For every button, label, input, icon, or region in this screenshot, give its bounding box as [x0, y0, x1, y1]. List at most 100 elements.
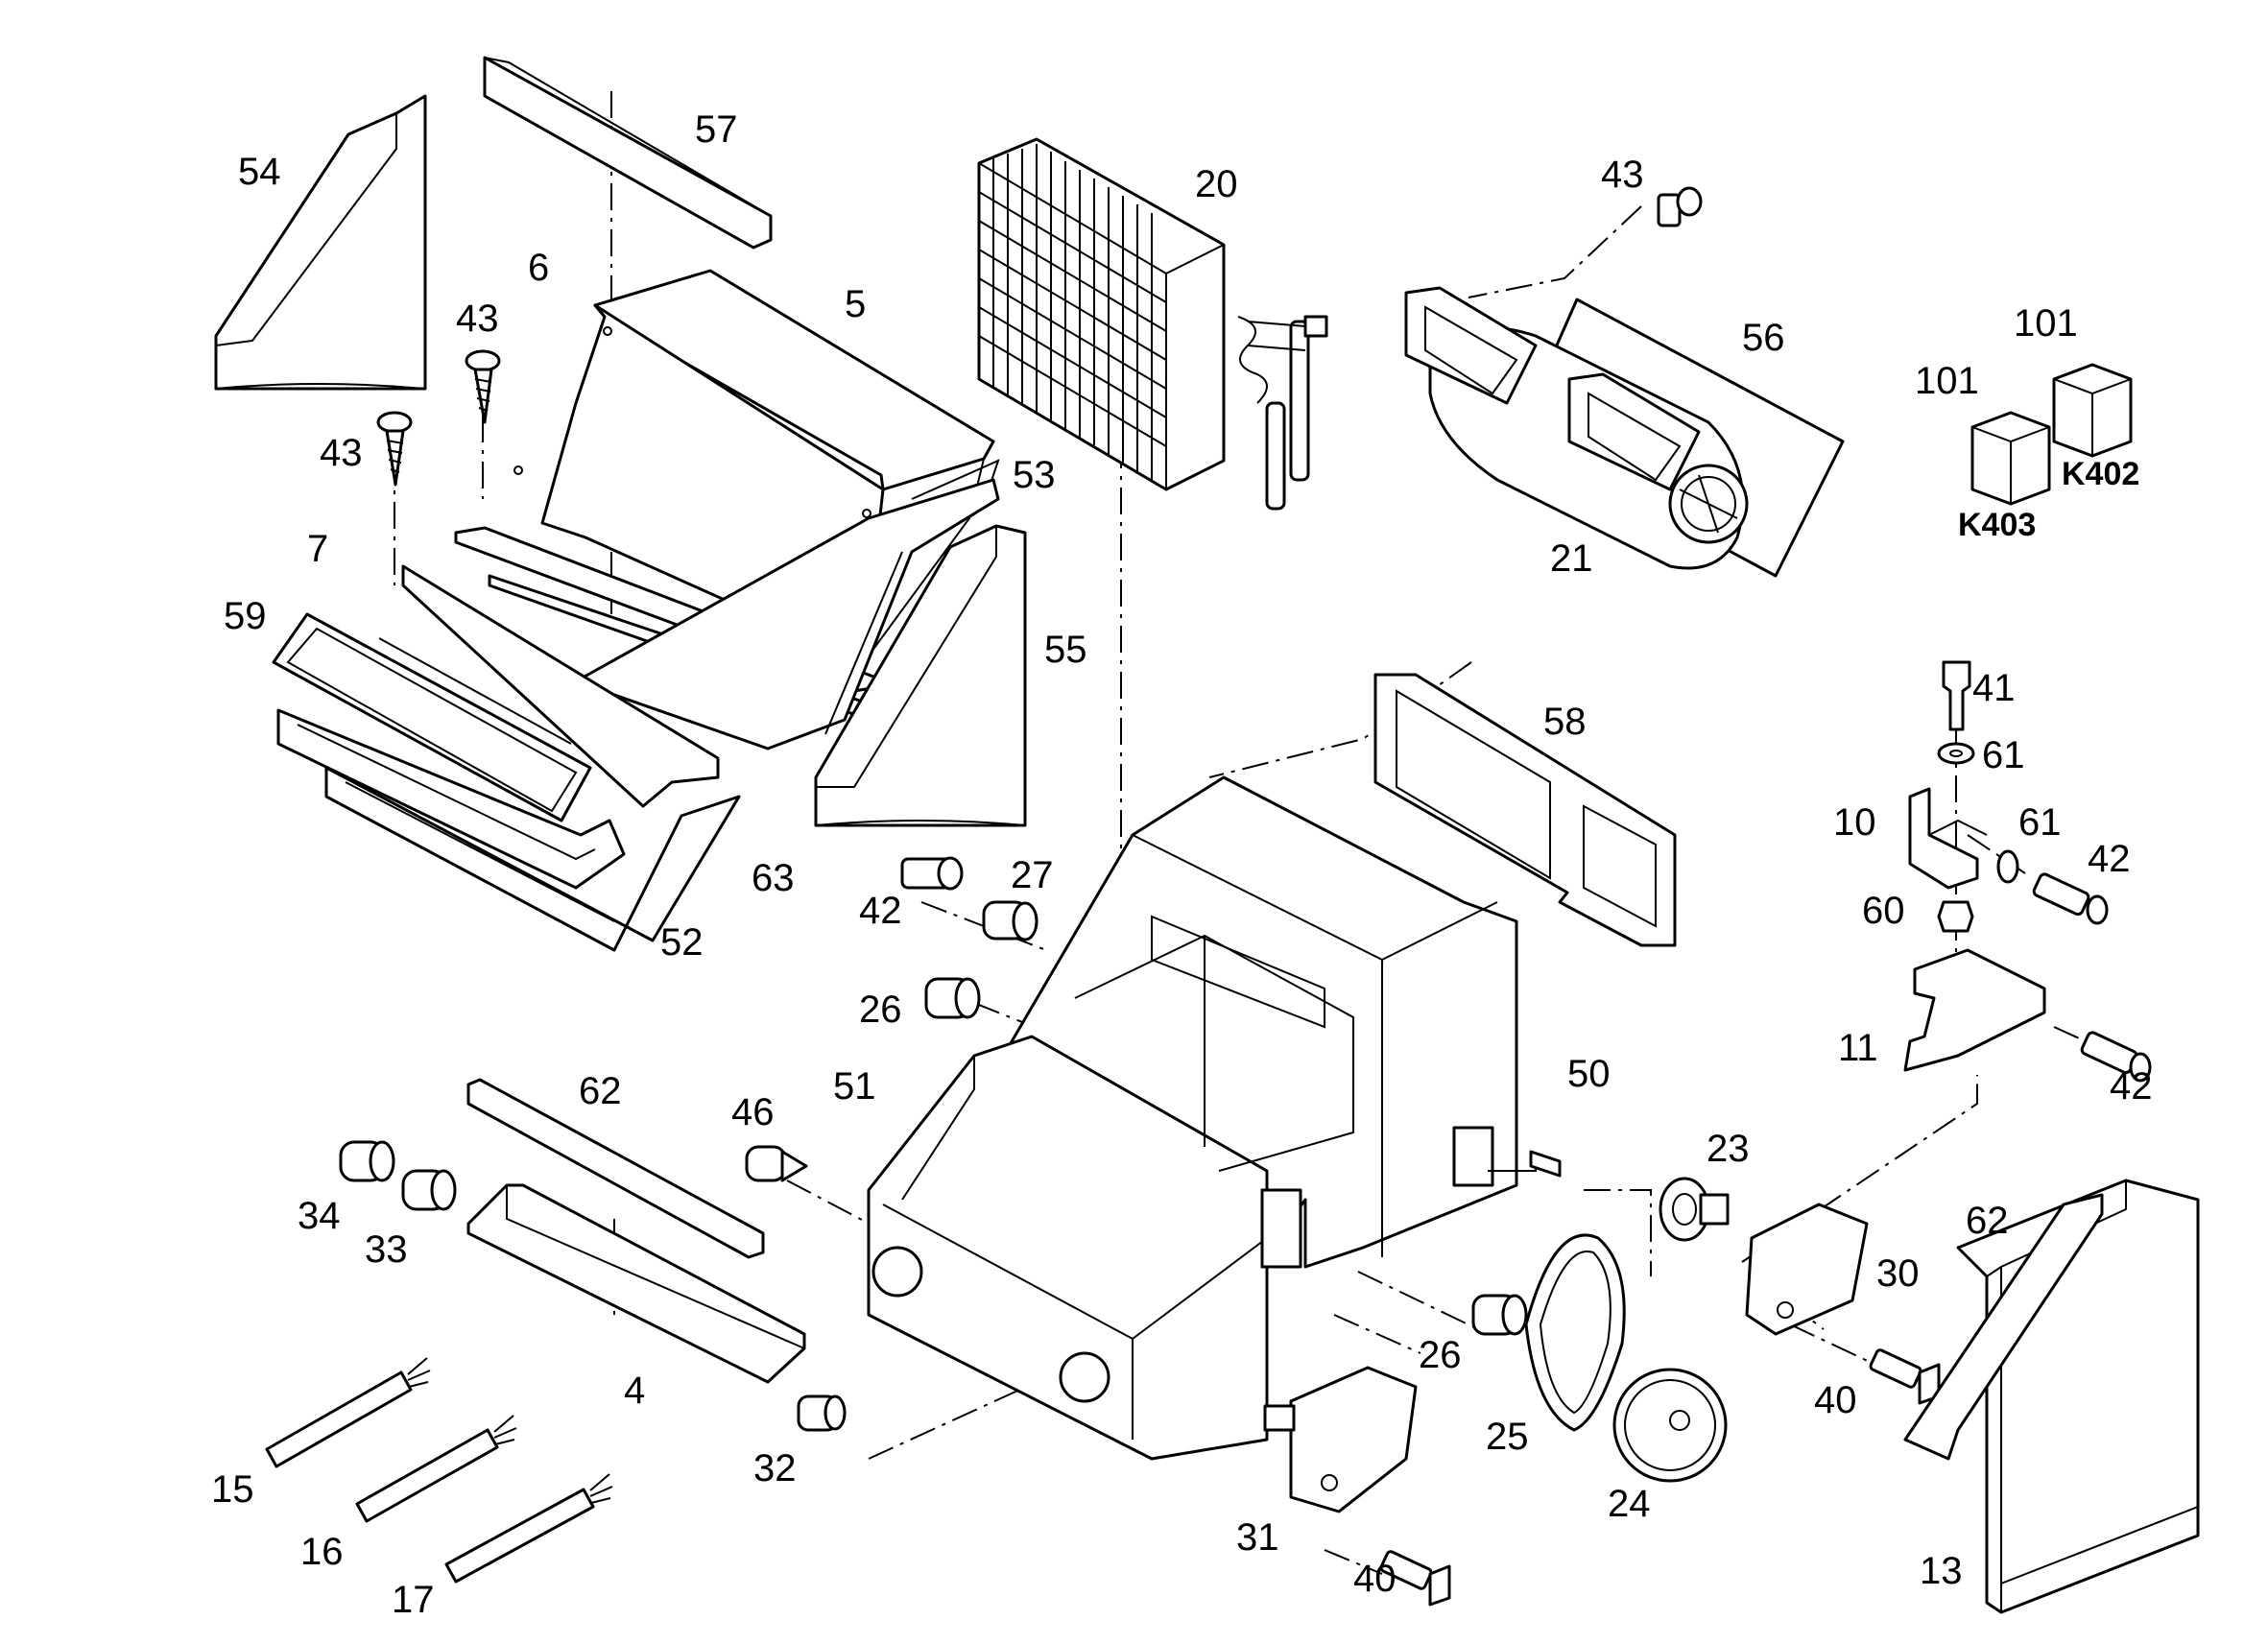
part-43-screw-top: [1657, 186, 1703, 227]
callout-52: 52: [660, 921, 704, 964]
callout-101-right: 101: [2014, 302, 2078, 345]
part-43-screw-left-b: [376, 411, 413, 487]
part-42-screw-right-top: [2032, 872, 2109, 925]
callout-101-left: 101: [1915, 360, 1979, 402]
callout-26-bottom: 26: [1419, 1334, 1462, 1376]
part-41-bolt: [1942, 660, 1971, 731]
part-20-heater-core: [977, 137, 1328, 511]
callout-53: 53: [1013, 454, 1056, 496]
callout-6: 6: [528, 247, 549, 289]
part-42-screw-left: [900, 856, 964, 891]
callout-57: 57: [695, 108, 738, 151]
callout-13: 13: [1920, 1550, 1963, 1592]
callout-43-top: 43: [1601, 154, 1644, 196]
callout-4: 4: [624, 1370, 645, 1412]
part-101-relay-k403: [1970, 411, 2051, 506]
callout-16: 16: [300, 1531, 344, 1573]
part-23-pulley: [1659, 1177, 1730, 1242]
part-16-cable: [355, 1415, 517, 1523]
callout-27: 27: [1011, 854, 1054, 896]
part-26-fitting-bottom: [1471, 1294, 1528, 1336]
callout-11: 11: [1838, 1027, 1878, 1069]
callout-43-mid: 43: [456, 298, 499, 340]
callout-41: 41: [1972, 667, 2016, 709]
callout-32: 32: [753, 1447, 797, 1489]
callout-34: 34: [298, 1195, 341, 1237]
callout-46: 46: [731, 1091, 775, 1133]
callout-50: 50: [1567, 1053, 1611, 1095]
part-101-relay-k402: [2052, 363, 2133, 458]
callout-59: 59: [224, 595, 267, 637]
callout-15: 15: [211, 1468, 254, 1511]
callout-5: 5: [845, 283, 866, 325]
part-61-washer-side: [1996, 849, 2019, 884]
callout-55: 55: [1044, 629, 1087, 671]
part-7-59-52-vent-frames: [272, 564, 741, 952]
part-50-latch: [1529, 1150, 1562, 1178]
part-54-side-panel: [214, 94, 427, 391]
callout-42-right-top: 42: [2088, 838, 2131, 880]
callout-62-right: 62: [1966, 1200, 2009, 1242]
part-15-cable: [265, 1357, 431, 1468]
part-40-bolt-bottom: [1379, 1550, 1451, 1607]
callout-labels: 54 57 20 43 6 43 5 43 53 56 101 101 21 7…: [211, 108, 2153, 1621]
callout-7: 7: [307, 528, 328, 570]
part-32-fitting: [797, 1394, 847, 1432]
callout-40-right: 40: [1814, 1379, 1857, 1421]
part-57-bar: [483, 56, 773, 250]
part-51-main-housing: [867, 775, 1537, 1461]
callout-63: 63: [752, 857, 795, 899]
part-33-fitting: [401, 1169, 457, 1211]
part-42-screw-right-bottom: [2080, 1031, 2152, 1083]
callout-31: 31: [1236, 1516, 1279, 1559]
part-46-fitting: [745, 1145, 808, 1182]
part-27-fitting: [982, 900, 1039, 941]
callout-25: 25: [1486, 1416, 1529, 1458]
callout-17: 17: [392, 1579, 435, 1621]
callout-33: 33: [365, 1228, 408, 1271]
callout-30: 30: [1876, 1252, 1920, 1295]
relay-code-k402: K402: [2062, 456, 2139, 492]
callout-58: 58: [1543, 701, 1587, 743]
part-26-fitting-top: [924, 977, 981, 1019]
callout-42-right-bottom: 42: [2110, 1065, 2153, 1108]
core-fins: [978, 144, 1167, 480]
callout-42-left: 42: [859, 890, 902, 932]
callout-56: 56: [1742, 317, 1785, 359]
part-21-blower-unit: [1404, 286, 1749, 570]
part-40-bolt-right: [1869, 1348, 1941, 1405]
part-43-screw-left-a: [465, 349, 501, 424]
relay-code-k403: K403: [1958, 507, 2036, 543]
callout-61-right: 61: [2018, 801, 2062, 844]
part-58-gasket: [1373, 673, 1677, 947]
callout-24: 24: [1608, 1483, 1651, 1525]
part-55-side-panel: [814, 524, 1027, 827]
callout-10: 10: [1833, 801, 1876, 844]
part-61-washer-top: [1937, 742, 1975, 765]
callout-20: 20: [1195, 163, 1238, 205]
callout-26-top: 26: [859, 989, 902, 1031]
callout-40-bottom: 40: [1353, 1558, 1397, 1600]
part-11-bracket: [1903, 948, 2046, 1072]
callout-54: 54: [238, 151, 281, 193]
part-24-gear: [1612, 1368, 1728, 1483]
part-60-nut: [1937, 900, 1974, 933]
callout-62-left: 62: [579, 1070, 622, 1112]
callout-61-top: 61: [1982, 734, 2025, 776]
part-62-strip: [466, 1078, 765, 1259]
callout-51: 51: [833, 1065, 876, 1108]
part-30-actuator: [1745, 1203, 1869, 1336]
part-31-actuator: [1263, 1366, 1418, 1513]
callout-23: 23: [1707, 1128, 1750, 1170]
part-17-cable: [444, 1473, 613, 1584]
callout-60: 60: [1862, 890, 1905, 932]
part-62-side-strip: [1903, 1193, 2104, 1461]
callout-43-left: 43: [320, 432, 363, 474]
part-10-bracket: [1908, 787, 1988, 890]
part-25-belt: [1524, 1233, 1626, 1432]
callout-21: 21: [1550, 537, 1593, 580]
part-34-fitting: [339, 1140, 395, 1182]
part-4-angle: [466, 1183, 806, 1384]
